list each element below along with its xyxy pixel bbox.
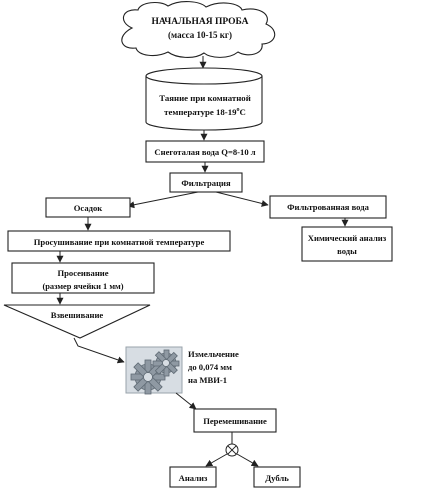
arrow-filtration-sediment	[127, 191, 199, 209]
weighing-funnel	[3, 304, 151, 339]
sediment-label: Осадок	[74, 203, 103, 213]
start-mass: (масса 10-15 кг)	[168, 30, 232, 40]
analysis-box	[169, 466, 217, 488]
sieving-line1: Просеивание	[57, 268, 108, 278]
sieving-box	[11, 262, 155, 294]
arrow-divider-duplicate	[236, 453, 259, 467]
snow-water-label: Снеготалая вода Q=8-10 л	[154, 147, 255, 157]
sieving-line2: (размер ячейки 1 мм)	[42, 282, 123, 291]
thaw-cylinder: Таяние при комнатной температуре 18-19oC	[145, 67, 263, 131]
arrow-divider-analysis	[205, 453, 228, 467]
filtered-water-label: Фильтрованная вода	[287, 202, 369, 212]
start-cloud: НАЧАЛЬНАЯ ПРОБА (масса 10-15 кг)	[121, 1, 276, 58]
arrow-filtration-water	[215, 191, 269, 207]
arrow-weighing-grinding	[73, 337, 125, 364]
thaw-line2: температуре 18-19oC	[164, 107, 246, 117]
mixing-label: Перемешивание	[203, 416, 267, 426]
grinding-line2: до 0,074 мм	[188, 362, 232, 372]
filtered-water-box	[269, 195, 387, 219]
thaw-line1: Таяние при комнатной	[159, 93, 251, 103]
arrow-grinding-mixing	[175, 392, 197, 410]
grinding-line1: Измельчение	[188, 349, 239, 359]
weighing-label: Взвешивание	[51, 310, 104, 320]
filtration-box	[169, 172, 243, 193]
drying-label: Просушивание при комнатной температуре	[34, 237, 205, 247]
gears-icon	[125, 346, 183, 395]
chem-analysis-line1: Химический анализ	[308, 233, 387, 243]
mixing-box	[193, 408, 277, 433]
analysis-label: Анализ	[179, 473, 208, 483]
chem-analysis-box	[301, 226, 393, 262]
circle-cross-icon	[225, 443, 239, 457]
filtration-label: Фильтрация	[181, 178, 231, 188]
start-title: НАЧАЛЬНАЯ ПРОБА	[151, 17, 248, 27]
chem-analysis-line2: воды	[337, 246, 357, 256]
drying-box	[7, 230, 231, 252]
grinding-line3: на МВИ-1	[188, 375, 227, 385]
duplicate-box	[253, 466, 301, 488]
duplicate-label: Дубль	[265, 473, 289, 483]
